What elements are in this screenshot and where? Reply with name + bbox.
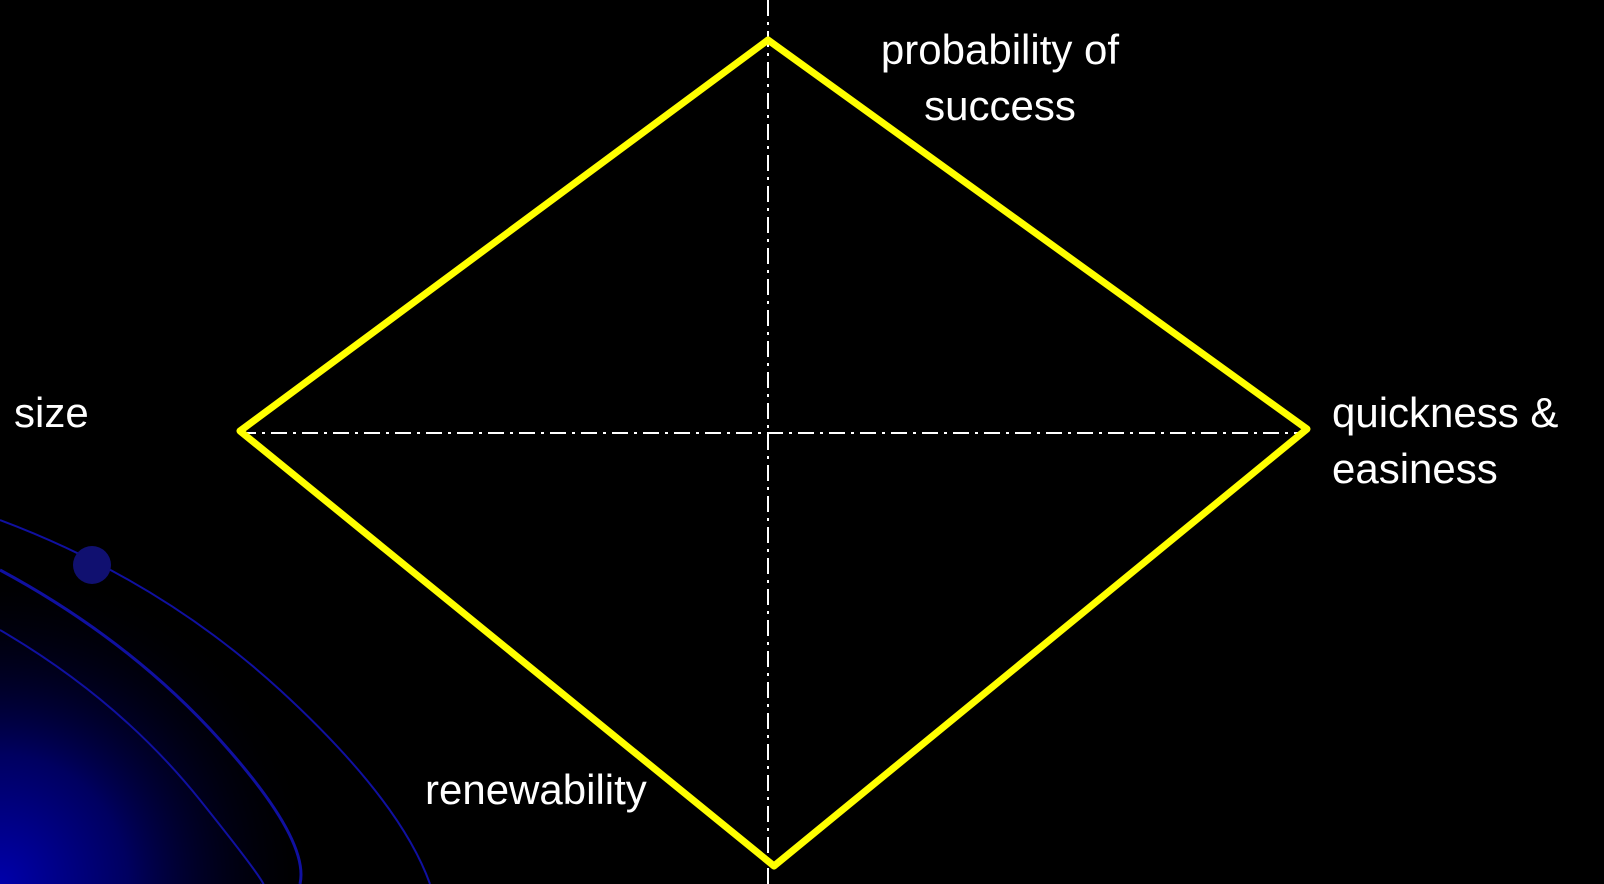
arc-line-2 bbox=[0, 568, 303, 884]
diamond-shape bbox=[236, 36, 1311, 870]
label-right-line-1: quickness & bbox=[1332, 389, 1559, 436]
decor-dot bbox=[73, 546, 111, 584]
label-left-line-1: size bbox=[14, 389, 89, 436]
background-decoration bbox=[0, 519, 431, 884]
label-top-line-2: success bbox=[924, 82, 1076, 129]
label-bottom-line-1: renewability bbox=[425, 766, 647, 813]
label-top-line-1: probability of bbox=[880, 26, 1120, 73]
label-right-line-2: easiness bbox=[1332, 445, 1498, 492]
label-renewability: renewability bbox=[425, 762, 647, 818]
label-size: size bbox=[14, 385, 89, 441]
label-probability-of-success: probability of success bbox=[850, 22, 1150, 134]
arc-line-3 bbox=[0, 629, 265, 884]
label-quickness-easiness: quickness & easiness bbox=[1332, 385, 1558, 497]
corner-glow bbox=[0, 560, 320, 884]
